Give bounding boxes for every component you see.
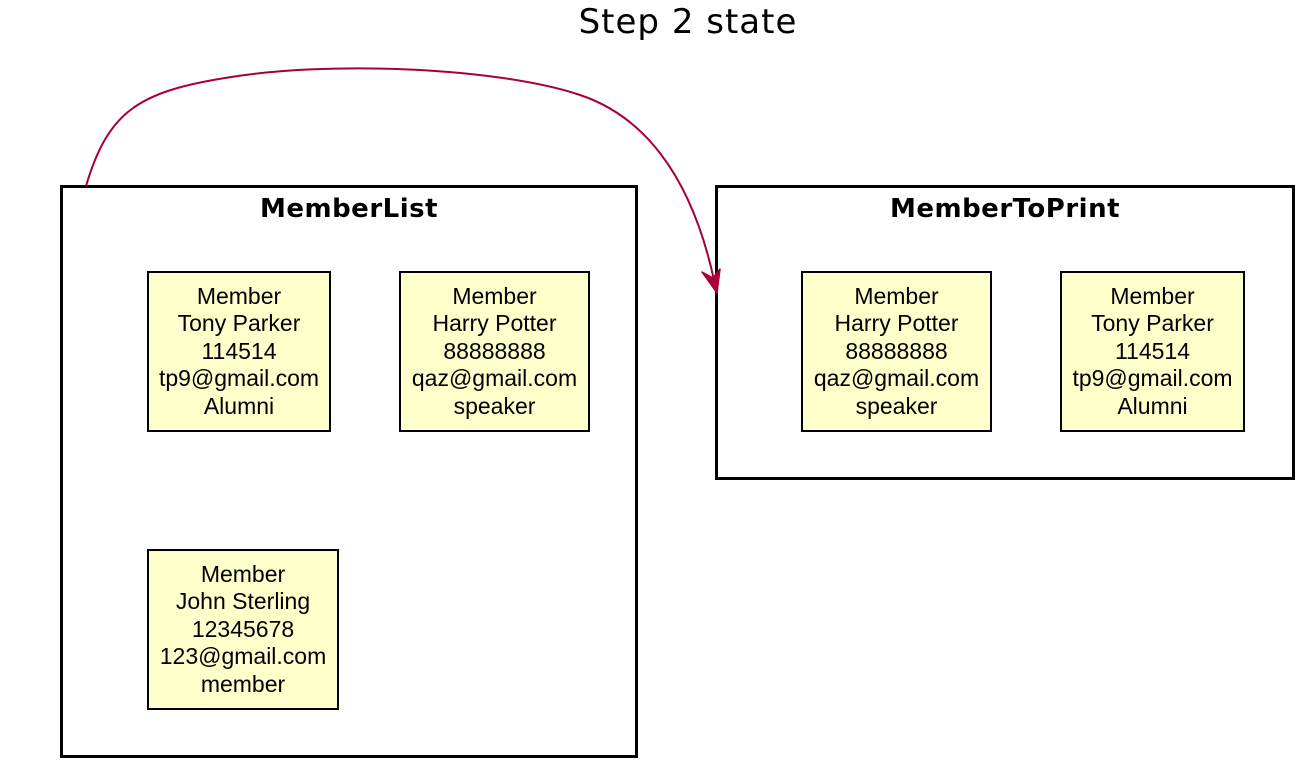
object-type: Member xyxy=(452,282,537,309)
object-type: Member xyxy=(854,282,939,309)
object-type: Member xyxy=(200,560,286,587)
package-title: MemberToPrint xyxy=(889,194,1121,224)
member-phone: 114514 xyxy=(201,337,277,364)
member-email: tp9@gmail.com xyxy=(1072,365,1233,392)
member-email: qaz@gmail.com xyxy=(813,365,980,392)
member-name: Harry Potter xyxy=(432,310,557,337)
member-role: member xyxy=(200,670,286,697)
member-name: Harry Potter xyxy=(834,310,959,337)
member-name: Tony Parker xyxy=(177,310,301,337)
object-type: Member xyxy=(1110,282,1195,309)
member-object-john-sterling: Member John Sterling 12345678 123@gmail.… xyxy=(147,549,339,710)
member-role: Alumni xyxy=(1117,392,1188,419)
member-name: John Sterling xyxy=(175,588,311,615)
member-object-tony-parker: Member Tony Parker 114514 tp9@gmail.com … xyxy=(1060,271,1245,432)
member-role: speaker xyxy=(453,392,536,419)
member-email: qaz@gmail.com xyxy=(411,365,578,392)
member-object-tony-parker: Member Tony Parker 114514 tp9@gmail.com … xyxy=(147,271,331,432)
member-role: Alumni xyxy=(203,392,275,419)
member-name: Tony Parker xyxy=(1091,310,1214,337)
member-phone: 88888888 xyxy=(443,337,546,364)
member-role: speaker xyxy=(855,392,938,419)
member-phone: 88888888 xyxy=(845,337,948,364)
member-phone: 114514 xyxy=(1114,337,1191,364)
member-email: 123@gmail.com xyxy=(159,643,327,670)
member-object-harry-potter: Member Harry Potter 88888888 qaz@gmail.c… xyxy=(399,271,590,432)
member-phone: 12345678 xyxy=(191,615,295,642)
object-type: Member xyxy=(196,282,282,309)
member-object-harry-potter: Member Harry Potter 88888888 qaz@gmail.c… xyxy=(801,271,992,432)
diagram-title: Step 2 state xyxy=(578,2,798,42)
package-title: MemberList xyxy=(259,194,439,224)
member-email: tp9@gmail.com xyxy=(158,365,320,392)
